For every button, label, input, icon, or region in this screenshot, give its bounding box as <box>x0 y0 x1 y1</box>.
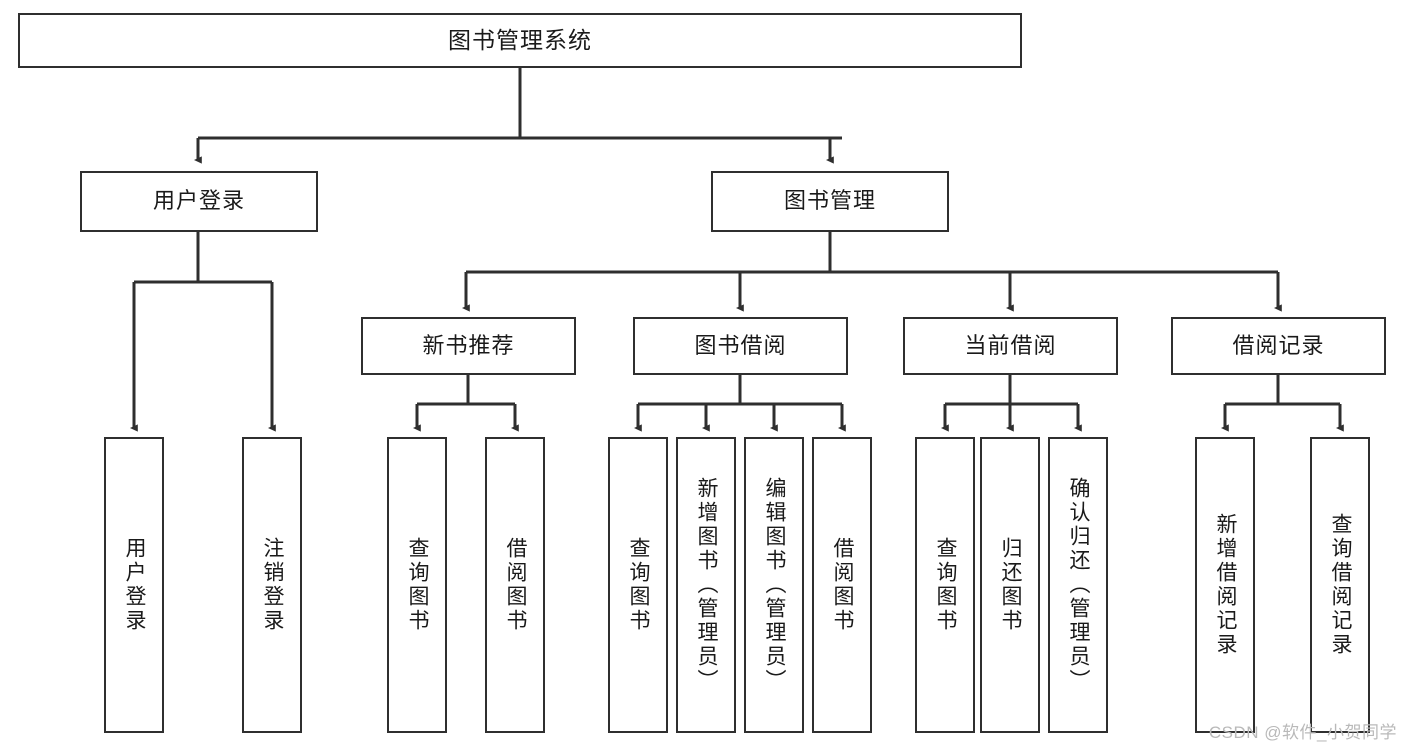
node-label: 图书借阅 <box>694 332 787 358</box>
node-label: 图书管理 <box>783 188 876 214</box>
node-label: 查询借阅记录 <box>1329 513 1352 657</box>
node-label: 借阅图书 <box>831 537 854 633</box>
node-leaf-query-borrow-record[interactable]: 查询借阅记录 <box>1310 437 1370 733</box>
node-leaf-add-book-admin[interactable]: 新增图书（管理员） <box>676 437 736 733</box>
node-book-manage[interactable]: 图书管理 <box>711 171 949 232</box>
node-label: 用户登录 <box>152 188 245 214</box>
node-root-book-management-system[interactable]: 图书管理系统 <box>18 13 1022 68</box>
node-label: 查询图书 <box>934 537 957 633</box>
node-book-borrow[interactable]: 图书借阅 <box>633 317 848 375</box>
node-label: 新增图书（管理员） <box>695 477 718 693</box>
node-current-borrow[interactable]: 当前借阅 <box>903 317 1118 375</box>
node-leaf-query-book-3[interactable]: 查询图书 <box>915 437 975 733</box>
node-label: 当前借阅 <box>964 332 1057 358</box>
node-leaf-borrow-book-1[interactable]: 借阅图书 <box>485 437 545 733</box>
node-label: 用户登录 <box>123 537 146 633</box>
node-label: 借阅图书 <box>504 537 527 633</box>
node-leaf-return-book[interactable]: 归还图书 <box>980 437 1040 733</box>
node-label: 查询图书 <box>627 537 650 633</box>
watermark-text: CSDN @软件_小贺同学 <box>1208 723 1397 742</box>
node-label: 新增借阅记录 <box>1214 513 1237 657</box>
node-leaf-query-book-2[interactable]: 查询图书 <box>608 437 668 733</box>
node-borrow-record[interactable]: 借阅记录 <box>1171 317 1386 375</box>
node-leaf-query-book-1[interactable]: 查询图书 <box>387 437 447 733</box>
node-leaf-logout-login[interactable]: 注销登录 <box>242 437 302 733</box>
node-leaf-add-borrow-record[interactable]: 新增借阅记录 <box>1195 437 1255 733</box>
node-leaf-user-login[interactable]: 用户登录 <box>104 437 164 733</box>
node-new-book-recommend[interactable]: 新书推荐 <box>361 317 576 375</box>
node-label: 归还图书 <box>999 537 1022 633</box>
node-leaf-edit-book-admin[interactable]: 编辑图书（管理员） <box>744 437 804 733</box>
node-label: 新书推荐 <box>422 332 515 358</box>
node-label: 确认归还（管理员） <box>1067 477 1090 693</box>
node-label: 查询图书 <box>406 537 429 633</box>
node-label: 图书管理系统 <box>448 26 592 53</box>
node-leaf-confirm-return-admin[interactable]: 确认归还（管理员） <box>1048 437 1108 733</box>
node-user-login[interactable]: 用户登录 <box>80 171 318 232</box>
node-label: 编辑图书（管理员） <box>763 477 786 693</box>
node-label: 注销登录 <box>261 537 284 633</box>
node-leaf-borrow-book-2[interactable]: 借阅图书 <box>812 437 872 733</box>
node-label: 借阅记录 <box>1232 332 1325 358</box>
